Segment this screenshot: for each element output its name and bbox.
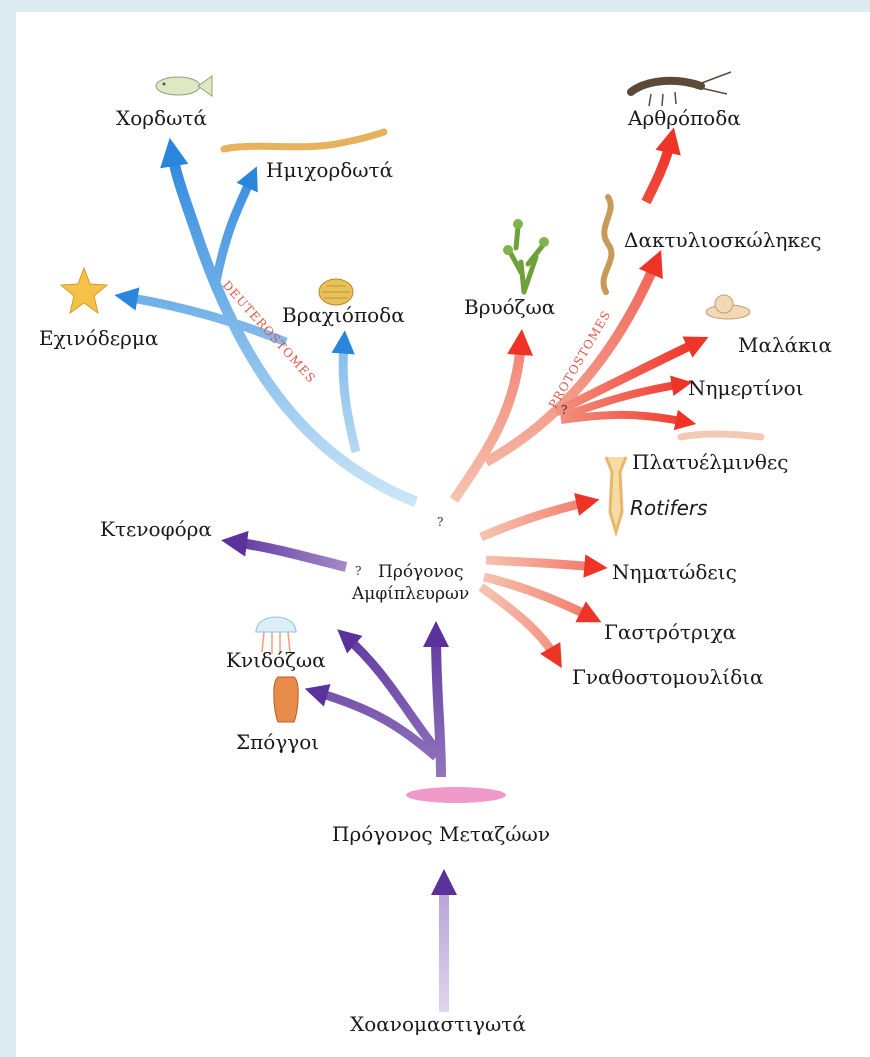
basal-protostome-branches [481, 502, 596, 658]
taxon-ctenophores: Κτενοφόρα [100, 519, 212, 539]
snail-icon [706, 295, 750, 319]
ribbon-worm-icon [681, 434, 761, 437]
protostome-branch [454, 140, 698, 500]
bilaterian-ancestor-label-line2: Αμφίπλευρων [352, 586, 469, 603]
sponge-icon [274, 677, 298, 722]
bryozoan-icon [503, 219, 549, 292]
uncertain-mark-bilateria: ? [437, 516, 443, 528]
choanoflagellates-label: Χοανομαστιγωτά [350, 1014, 526, 1034]
taxon-sponges: Σπόγγοι [236, 732, 319, 752]
annelid-worm-icon [603, 197, 611, 292]
ancestor-blob-icon [406, 787, 506, 803]
taxon-bryozoa: Βρυόζωα [464, 297, 555, 317]
taxon-chordates: Χορδωτά [116, 108, 207, 128]
taxon-nematodes: Νηματώδεις [612, 562, 737, 582]
worm-icon [224, 132, 384, 149]
uncertain-mark-protostomes: ? [561, 404, 567, 416]
taxon-cnidarians: Κνιδόζωα [226, 650, 326, 670]
rotifer-icon [606, 457, 626, 532]
taxon-flatworms: Πλατυέλμινθες [632, 452, 788, 472]
taxon-hemichordates: Ημιχορδωτά [266, 160, 393, 180]
taxon-nemerteans: Νημερτίνοι [688, 378, 804, 398]
phylogeny-diagram: DEUTEROSTOMES PROTOSTOMES Χορδωτά Ημιχορ… [16, 12, 870, 1057]
taxon-molluscs: Μαλάκια [738, 335, 832, 355]
taxon-rotifers: Rotifers [630, 498, 708, 518]
uncertain-mark-ctenophores: ? [355, 565, 361, 577]
taxon-gnathostomulids: Γναθοστομουλίδια [572, 667, 763, 687]
taxon-brachiopods: Βραχιόποδα [282, 305, 405, 325]
taxon-arthropods: Αρθρόποδα [628, 108, 741, 128]
brachiopod-shell-icon [319, 279, 353, 305]
taxon-annelids: Δακτυλιοσκώληκες [624, 230, 821, 250]
fish-icon [156, 76, 212, 96]
starfish-icon [61, 268, 107, 313]
taxon-echinoderms: Εχινόδερμα [39, 328, 158, 348]
shrimp-icon [631, 72, 731, 106]
metazoan-ancestor-label: Πρόγονος Μεταζώων [332, 824, 550, 844]
bilaterian-ancestor-label-line1: Πρόγονος [378, 564, 464, 581]
taxon-gastrotrichs: Γαστρότριχα [604, 622, 736, 642]
